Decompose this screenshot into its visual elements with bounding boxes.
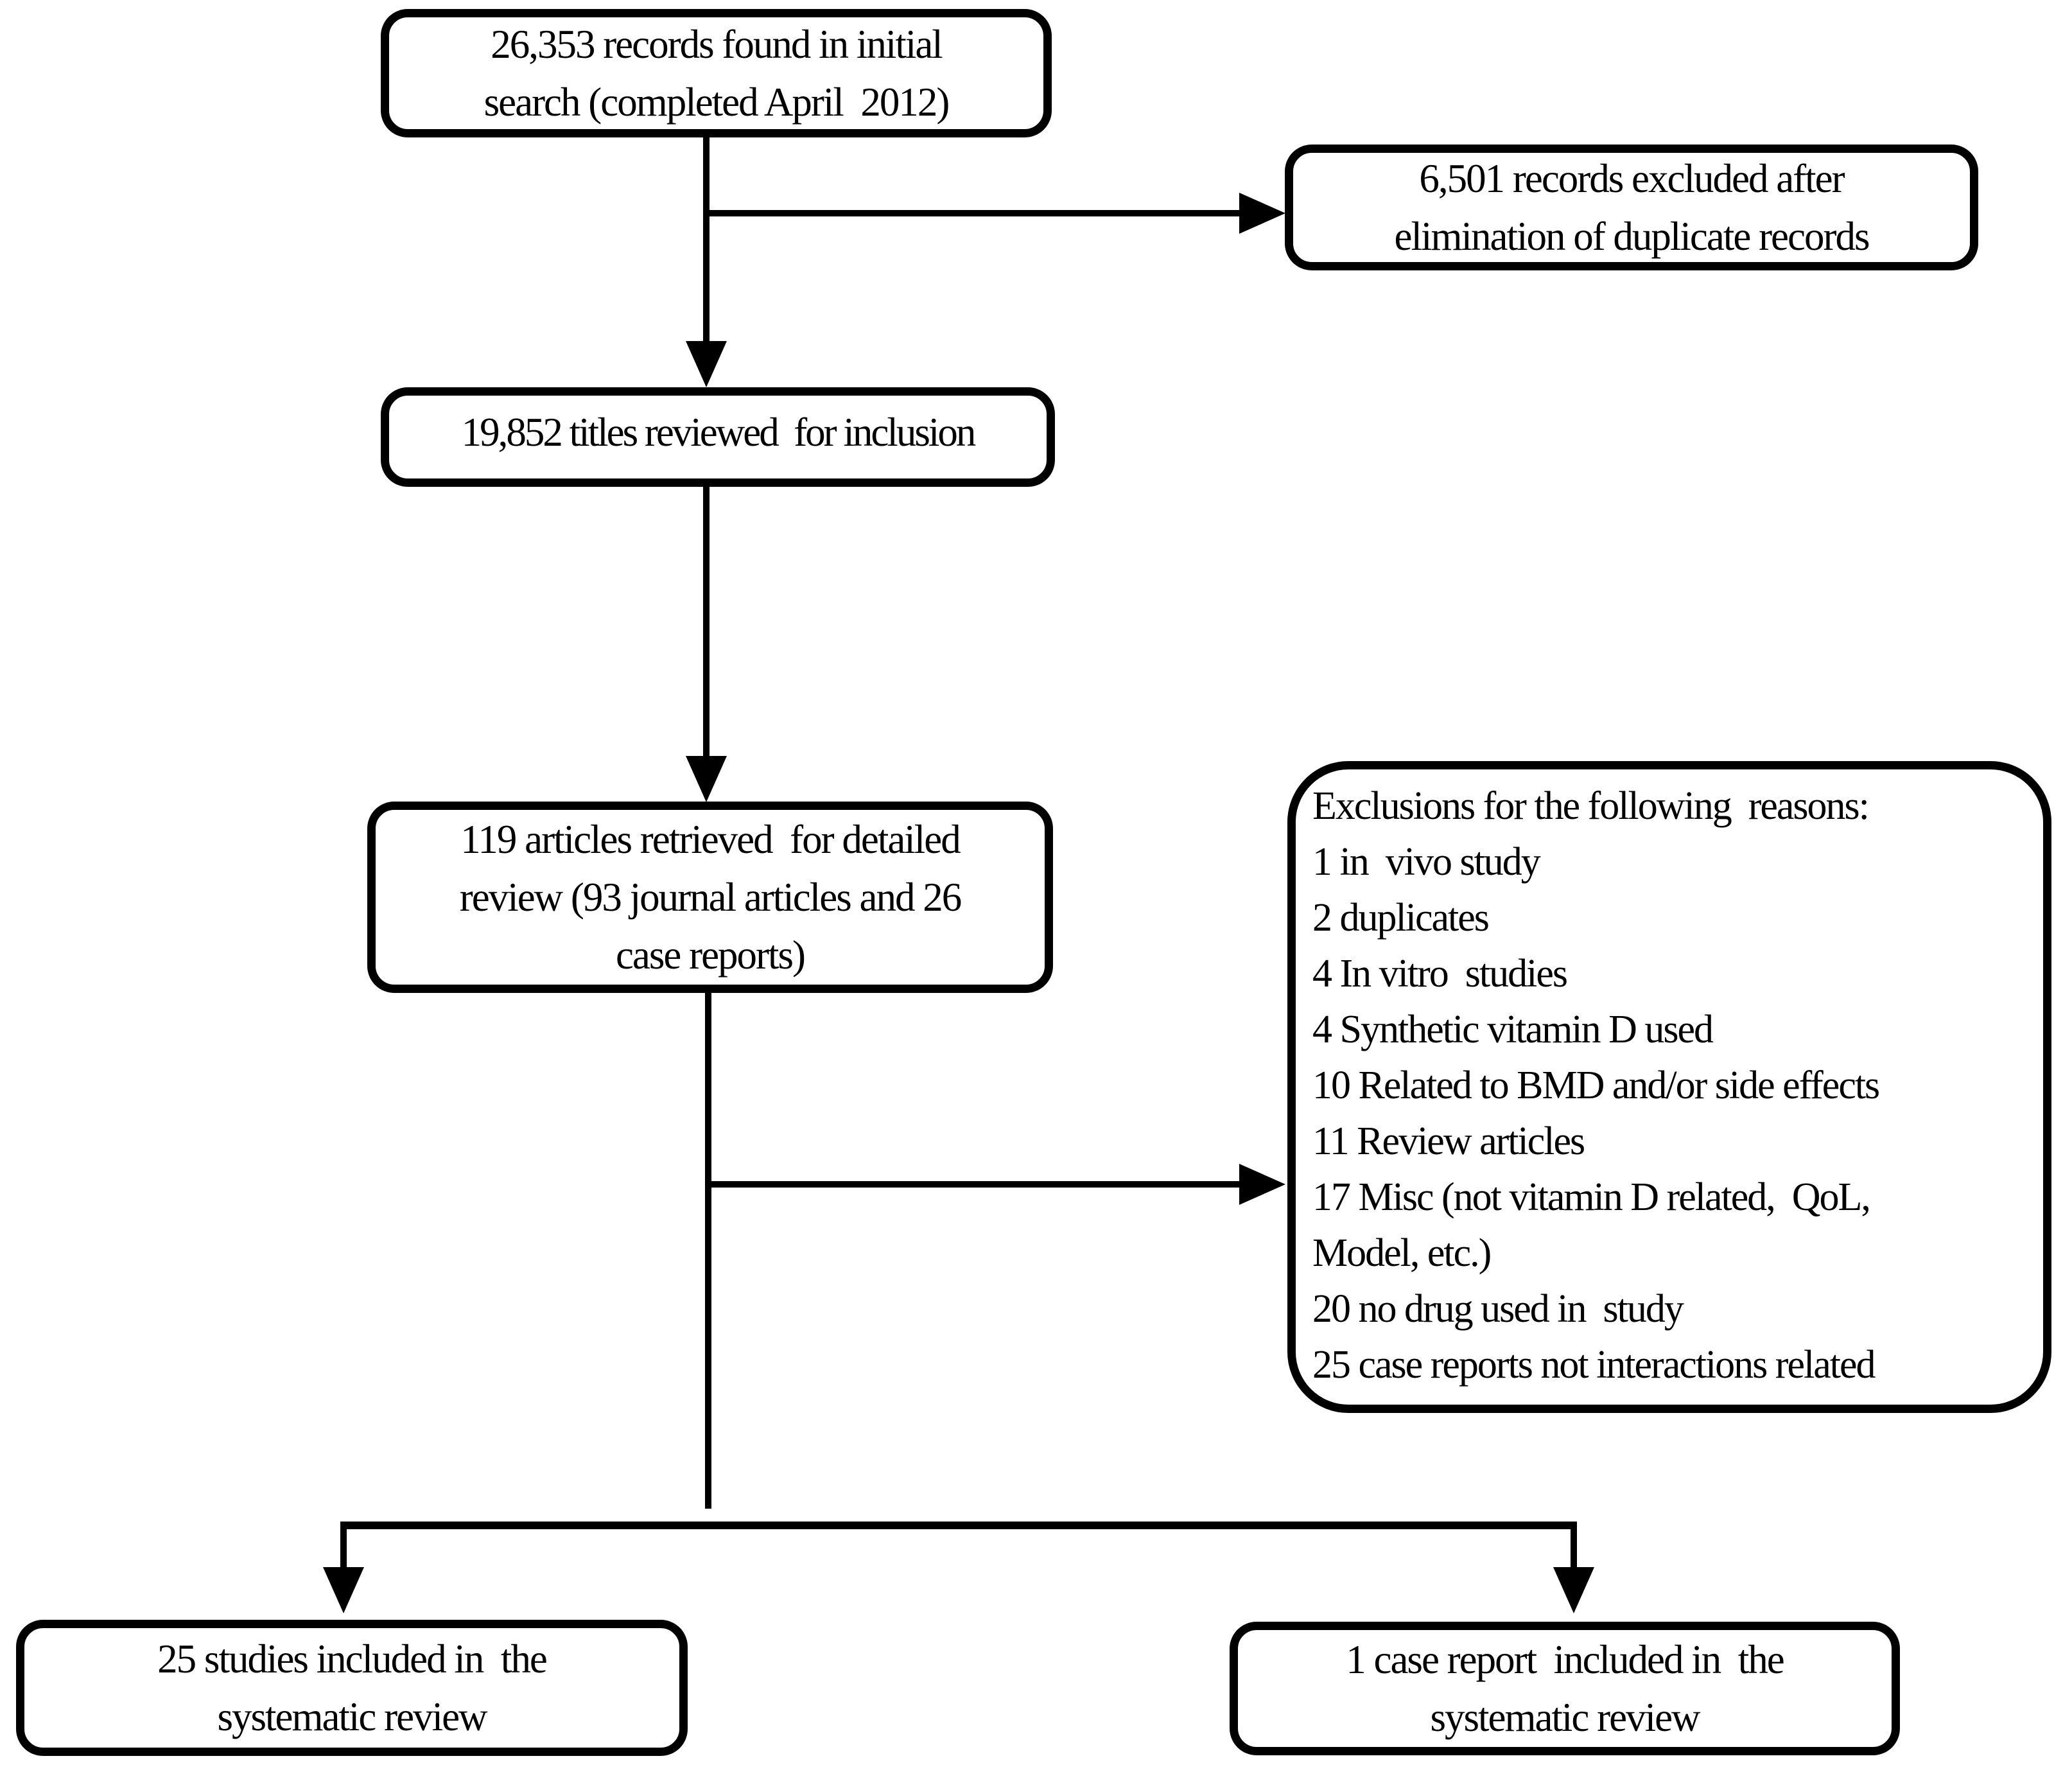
node-text-line: systematic review <box>1430 1695 1700 1740</box>
connector-split-horizontal <box>340 1522 1577 1529</box>
node-text-line: search (completed April 2012) <box>483 80 950 125</box>
node-text-line: case reports) <box>615 933 806 978</box>
node-studies-included: 25 studies included in the systematic re… <box>16 1620 688 1756</box>
node-text-line: elimination of duplicate records <box>1394 214 1870 259</box>
node-text-line: systematic review <box>217 1694 487 1739</box>
connector-search-to-titles <box>703 135 710 347</box>
node-duplicates-excluded: 6,501 records excluded after elimination… <box>1285 145 1978 270</box>
exclusion-reason: 4 Synthetic vitamin D used <box>1312 1008 1714 1051</box>
node-text-line: 119 articles retrieved for detailed <box>460 817 961 862</box>
arrow-down-icon <box>323 1567 364 1613</box>
node-text-line: 1 case report included in the <box>1346 1637 1784 1682</box>
node-text-line: review (93 journal articles and 26 <box>459 875 962 920</box>
exclusion-reason: 4 In vitro studies <box>1312 952 1568 996</box>
exclusion-reason: 20 no drug used in study <box>1312 1287 1684 1331</box>
node-text-line: 25 studies included in the <box>157 1636 548 1681</box>
arrow-down-icon <box>686 341 727 387</box>
exclusions-heading: Exclusions for the following reasons: <box>1312 784 1870 828</box>
node-case-report-included: 1 case report included in the systematic… <box>1230 1622 1900 1755</box>
node-initial-search: 26,353 records found in initial search (… <box>381 9 1052 137</box>
exclusion-reason: 11 Review articles <box>1312 1119 1585 1163</box>
connector-titles-to-articles <box>703 485 710 758</box>
exclusion-reason: 10 Related to BMD and/or side effects <box>1312 1064 1880 1107</box>
connector-search-to-excluded <box>703 210 1246 216</box>
arrow-down-icon <box>686 756 727 802</box>
node-text-line: 26,353 records found in initial <box>491 22 943 67</box>
exclusion-reason: 25 case reports not interactions related <box>1312 1343 1876 1387</box>
arrow-right-icon <box>1239 1164 1285 1205</box>
node-text-line: 6,501 records excluded after <box>1419 156 1845 201</box>
connector-split-right <box>1571 1522 1577 1570</box>
exclusion-reason: 2 duplicates <box>1312 896 1490 940</box>
arrow-right-icon <box>1239 193 1285 234</box>
connector-articles-down <box>705 991 711 1509</box>
exclusion-reason: 17 Misc (not vitamin D related, QoL, Mod… <box>1312 1175 1871 1275</box>
node-titles-reviewed: 19,852 titles reviewed for inclusion <box>381 387 1055 487</box>
connector-articles-to-exclusions <box>705 1181 1241 1188</box>
node-exclusion-reasons: Exclusions for the following reasons: 1 … <box>1287 761 2051 1413</box>
exclusion-reason: 1 in vivo study <box>1312 840 1541 884</box>
node-articles-retrieved: 119 articles retrieved for detailed revi… <box>367 802 1053 993</box>
arrow-down-icon <box>1553 1567 1594 1613</box>
node-text-line: 19,852 titles reviewed for inclusion <box>461 410 977 455</box>
connector-split-left <box>340 1522 347 1570</box>
